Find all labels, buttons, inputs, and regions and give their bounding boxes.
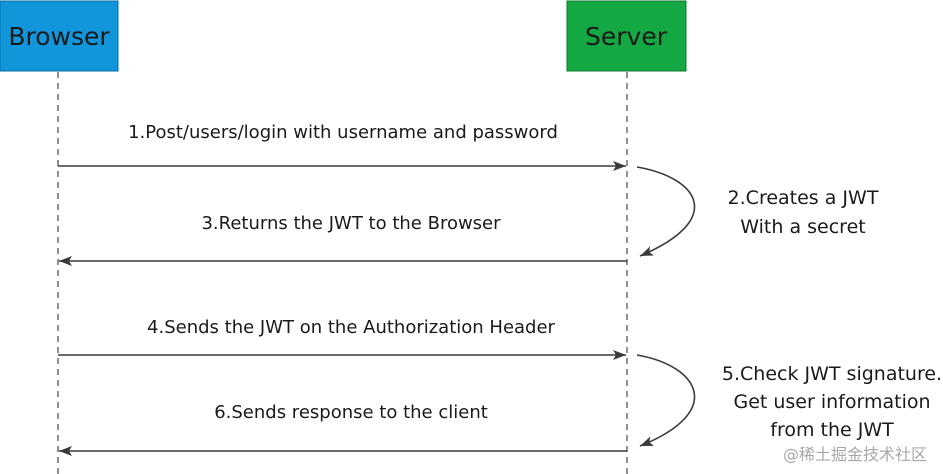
note-5-curve-arrow <box>636 354 696 447</box>
note-5: 5.Check JWT signature. Get user informat… <box>636 354 942 447</box>
server-actor: Server <box>566 0 687 72</box>
browser-actor-box <box>0 0 119 72</box>
note-2: 2.Creates a JWT With a secret <box>636 166 879 257</box>
note-2-curve-arrow <box>636 166 696 257</box>
server-actor-box <box>566 0 687 72</box>
note-5-line-2: Get user information <box>733 391 930 413</box>
message-1-label: 1.Post/users/login with username and pas… <box>128 122 558 143</box>
browser-actor-label: Browser <box>8 22 110 51</box>
server-actor-label: Server <box>585 22 668 51</box>
message-4: 4.Sends the JWT on the Authorization Hea… <box>58 317 626 360</box>
message-4-label: 4.Sends the JWT on the Authorization Hea… <box>147 317 556 338</box>
message-6-label: 6.Sends response to the client <box>214 402 488 423</box>
note-5-line-3: from the JWT <box>770 419 894 441</box>
message-6: 6.Sends response to the client <box>59 402 627 456</box>
message-3-label: 3.Returns the JWT to the Browser <box>201 213 501 234</box>
watermark-text: @稀土掘金技术社区 <box>783 445 927 464</box>
message-3: 3.Returns the JWT to the Browser <box>59 213 627 266</box>
browser-actor: Browser <box>0 0 119 72</box>
note-5-line-1: 5.Check JWT signature. <box>722 363 942 385</box>
note-2-line-2: With a secret <box>740 216 865 238</box>
message-1: 1.Post/users/login with username and pas… <box>58 122 626 171</box>
note-2-line-1: 2.Creates a JWT <box>728 187 879 209</box>
